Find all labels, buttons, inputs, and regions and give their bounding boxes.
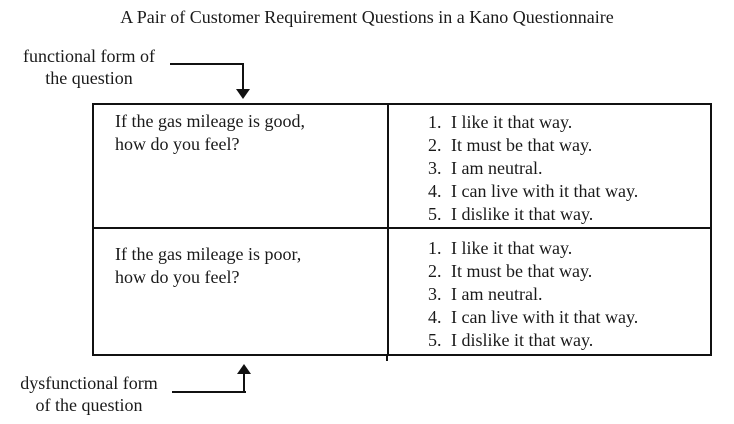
- option-item: 3. I am neutral.: [428, 157, 706, 180]
- dysfunctional-options-cell: 1. I like it that way. 2. It must be that …: [389, 229, 710, 354]
- option-text: I dislike it that way.: [451, 204, 594, 224]
- option-item: 1. I like it that way.: [428, 111, 706, 134]
- option-number: 3.: [428, 158, 442, 178]
- functional-arrowhead-down-icon: [236, 89, 250, 99]
- option-text: I am neutral.: [451, 284, 543, 304]
- option-item: 5. I dislike it that way.: [428, 203, 706, 226]
- option-item: 5. I dislike it that way.: [428, 329, 706, 352]
- option-text: I dislike it that way.: [451, 330, 594, 350]
- option-item: 3. I am neutral.: [428, 283, 706, 306]
- option-text: I like it that way.: [451, 238, 573, 258]
- functional-options-cell: 1. I like it that way. 2. It must be that …: [389, 105, 710, 229]
- dysfunctional-question-cell: If the gas mileage is poor, how do you f…: [94, 229, 389, 354]
- option-number: 2.: [428, 261, 442, 281]
- option-item: 4. I can live with it that way.: [428, 306, 706, 329]
- kano-question-table: If the gas mileage is good, how do you f…: [92, 103, 712, 356]
- question-text-line: how do you feel?: [115, 267, 240, 287]
- question-text-line: how do you feel?: [115, 134, 240, 154]
- functional-question-cell: If the gas mileage is good, how do you f…: [94, 105, 389, 229]
- option-item: 2. It must be that way.: [428, 134, 706, 157]
- option-item: 4. I can live with it that way.: [428, 180, 706, 203]
- option-number: 1.: [428, 112, 442, 132]
- option-number: 4.: [428, 181, 442, 201]
- option-text: I can live with it that way.: [451, 307, 639, 327]
- option-text: I can live with it that way.: [451, 181, 639, 201]
- functional-arrow-vertical-line: [242, 63, 244, 90]
- option-text: It must be that way.: [451, 135, 593, 155]
- option-number: 2.: [428, 135, 442, 155]
- functional-form-label-line1: functional form of: [23, 46, 155, 66]
- dysfunctional-arrowhead-up-icon: [237, 364, 251, 374]
- functional-form-label: functional form of the question: [6, 45, 172, 89]
- functional-arrow-horizontal-line: [170, 63, 244, 65]
- option-number: 5.: [428, 330, 442, 350]
- question-text-line: If the gas mileage is poor,: [115, 244, 302, 264]
- option-text: I am neutral.: [451, 158, 543, 178]
- dysfunctional-form-label-line2: of the question: [35, 395, 143, 415]
- dysfunctional-form-label-line1: dysfunctional form: [20, 373, 158, 393]
- option-text: I like it that way.: [451, 112, 573, 132]
- figure-title: A Pair of Customer Requirement Questions…: [120, 7, 614, 27]
- column-divider-tick: [386, 355, 388, 361]
- option-item: 2. It must be that way.: [428, 260, 706, 283]
- option-text: It must be that way.: [451, 261, 593, 281]
- option-number: 5.: [428, 204, 442, 224]
- functional-form-label-line2: the question: [45, 68, 133, 88]
- option-number: 4.: [428, 307, 442, 327]
- dysfunctional-arrow-vertical-line: [243, 374, 245, 393]
- dysfunctional-arrow-horizontal-line: [172, 391, 246, 393]
- option-item: 1. I like it that way.: [428, 237, 706, 260]
- option-number: 1.: [428, 238, 442, 258]
- dysfunctional-form-label: dysfunctional form of the question: [4, 372, 174, 416]
- option-number: 3.: [428, 284, 442, 304]
- question-text-line: If the gas mileage is good,: [115, 111, 305, 131]
